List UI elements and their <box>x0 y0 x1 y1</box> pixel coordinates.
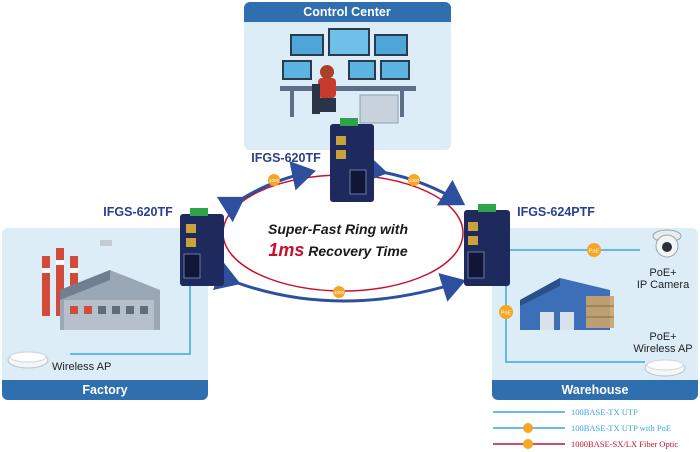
control-center-zone: Control Center <box>244 2 451 150</box>
switch-left-label: IFGS-620TF <box>103 205 173 219</box>
svg-text:1000: 1000 <box>409 178 420 183</box>
poe-camera-label-1: PoE+ <box>649 267 676 279</box>
warehouse-icon <box>520 278 614 330</box>
poe-ap-label-1: PoE+ <box>649 331 676 343</box>
factory-icon <box>42 240 160 330</box>
svg-text:1000: 1000 <box>269 178 280 183</box>
ring-caption-highlight: 1ms <box>268 240 304 260</box>
poe-badge-ap: PoE <box>499 305 513 319</box>
monitor-wall-icon <box>280 28 416 124</box>
legend-utp-poe-label: 100BASE-TX UTP with PoE <box>571 423 671 433</box>
control-center-title: Control Center <box>303 5 391 19</box>
fiber-badge-top-right: 1000 <box>408 174 420 186</box>
switch-right-label: IFGS-624PTF <box>517 205 595 219</box>
factory-zone: Factory Wireless AP <box>2 228 208 400</box>
factory-title: Factory <box>82 383 127 397</box>
wireless-ap-left-label: Wireless AP <box>52 361 111 373</box>
legend-fiber-label: 1000BASE-SX/LX Fiber Optic <box>571 439 678 449</box>
ip-camera-icon <box>652 229 682 258</box>
warehouse-zone: Warehouse PoE+ IP Camera PoE+ Wireless A… <box>492 228 698 400</box>
wireless-ap-right-icon <box>644 359 686 377</box>
wireless-ap-left-icon <box>7 351 49 369</box>
fiber-badge-top-left: 1000 <box>268 174 280 186</box>
warehouse-title: Warehouse <box>562 383 629 397</box>
legend: 100BASE-TX UTP 100BASE-TX UTP with PoE 1… <box>493 407 678 449</box>
poe-badge-camera: PoE <box>587 243 601 257</box>
legend-utp-label: 100BASE-TX UTP <box>571 407 638 417</box>
svg-text:PoE: PoE <box>501 311 512 317</box>
switch-top-label: IFGS-620TF <box>251 151 321 165</box>
operator-icon <box>312 65 336 114</box>
legend-poe-badge <box>523 423 533 433</box>
svg-text:1000: 1000 <box>334 290 345 295</box>
ring-caption-line1: Super-Fast Ring with <box>268 221 408 237</box>
poe-camera-label-2: IP Camera <box>637 279 690 291</box>
svg-text:PoE: PoE <box>589 249 600 255</box>
switch-top <box>330 118 374 202</box>
fiber-badge-bottom: 1000 <box>333 286 345 298</box>
switch-right <box>464 204 510 286</box>
ring-caption-rest: Recovery Time <box>304 243 407 259</box>
switch-left <box>180 208 224 286</box>
poe-ap-label-2: Wireless AP <box>633 343 692 355</box>
legend-fiber-badge <box>523 439 533 449</box>
ring-caption-line2: 1ms Recovery Time <box>268 240 407 260</box>
